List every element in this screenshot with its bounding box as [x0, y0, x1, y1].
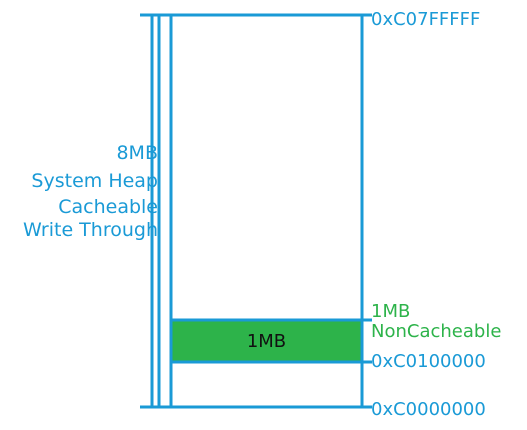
region-name-label: System Heap — [31, 170, 158, 192]
write-policy-label: Write Through — [22, 219, 158, 241]
cache-mode-label: Cacheable — [58, 196, 158, 218]
size-bracket — [140, 13, 172, 409]
block-size-label: 1MB — [371, 301, 411, 322]
block-inner-label: 1MB — [246, 331, 287, 352]
memory-region-box — [169, 13, 364, 409]
base-address-label: 0xC0000000 — [371, 399, 486, 420]
block-start-address-label: 0xC0100000 — [371, 351, 486, 372]
top-address-label: 0xC07FFFFF — [371, 9, 481, 30]
block-attribute-label: NonCacheable — [371, 321, 502, 342]
noncacheable-block — [169, 318, 364, 364]
size-label: 8MB — [116, 142, 158, 164]
